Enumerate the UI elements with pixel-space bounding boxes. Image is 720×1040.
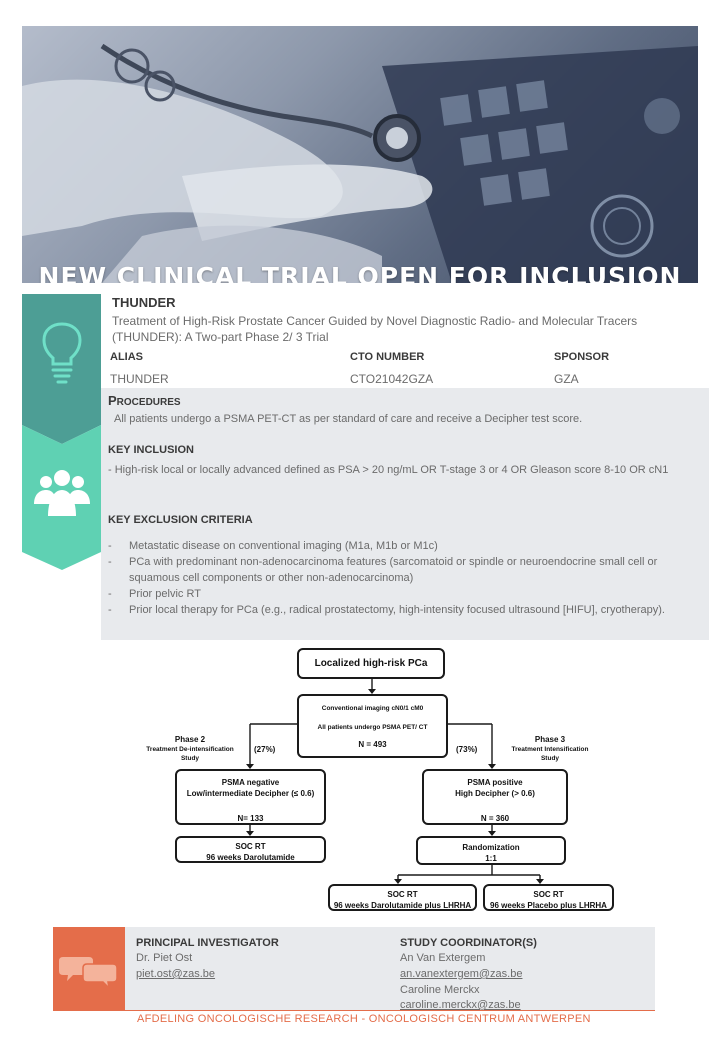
list-item: -Prior pelvic RT — [108, 588, 201, 600]
coordinator-2-email-link[interactable]: caroline.merckx@zas.be — [400, 999, 521, 1011]
flow-box-psma-positive: PSMA positive High Decipher (> 0.6) N = … — [422, 769, 568, 825]
coordinator-1-email-link[interactable]: an.vanextergem@zas.be — [400, 968, 523, 980]
inclusion-text: - High-risk local or locally advanced de… — [108, 464, 669, 476]
hero-banner: NEW CLINICAL TRIAL OPEN FOR INCLUSION — [22, 26, 698, 283]
flow-box-arm-darolutamide: SOC RT 96 weeks Darolutamide plus LHRHA — [328, 884, 477, 911]
procedures-text: All patients undergo a PSMA PET-CT as pe… — [114, 413, 583, 425]
flowchart-connectors — [246, 678, 544, 884]
flow-box-imaging: Conventional imaging cN0/1 cM0 All patie… — [297, 694, 448, 758]
sponsor-label: SPONSOR — [554, 351, 610, 363]
lightbulb-icon — [42, 322, 82, 384]
list-item: -PCa with predominant non-adenocarcinoma… — [108, 556, 658, 584]
flow-box-randomization: Randomization 1:1 — [416, 836, 566, 865]
exclusion-heading: KEY EXCLUSION CRITERIA — [108, 514, 253, 526]
contact-icon-tile — [53, 927, 125, 1010]
hero-title: NEW CLINICAL TRIAL OPEN FOR INCLUSION — [38, 262, 682, 283]
footer-divider — [53, 1010, 655, 1011]
criteria-panel — [101, 388, 709, 640]
coordinator-2-name: Caroline Merckx — [400, 984, 480, 996]
contact-panel — [125, 927, 655, 1010]
pi-email-link[interactable]: piet.ost@zas.be — [136, 968, 216, 980]
cto-value: CTO21042GZA — [350, 372, 434, 386]
flow-box-arm-placebo: SOC RT 96 weeks Placebo plus LHRHA — [483, 884, 614, 911]
flow-box-localized: Localized high-risk PCa — [297, 648, 445, 679]
phase3-label: Phase 3 Treatment Intensification Study — [511, 735, 589, 762]
pi-label: PRINCIPAL INVESTIGATOR — [136, 937, 279, 949]
list-item: -Metastatic disease on conventional imag… — [108, 540, 438, 552]
chat-bubbles-icon — [59, 957, 118, 991]
sponsor-value: GZA — [554, 372, 579, 386]
coordinator-1-name: An Van Extergem — [400, 952, 486, 964]
procedures-heading: PROCEDURES — [108, 393, 181, 408]
flow-box-psma-negative: PSMA negative Low/intermediate Decipher … — [175, 769, 326, 825]
alias-value: THUNDER — [110, 372, 169, 386]
left-ribbon — [22, 294, 101, 570]
pct-right: (73%) — [456, 745, 478, 754]
people-group-icon — [34, 470, 90, 516]
pi-name: Dr. Piet Ost — [136, 952, 193, 964]
inclusion-heading: KEY INCLUSION — [108, 444, 194, 456]
flow-box-soc-rt-phase2: SOC RT 96 weeks Darolutamide — [175, 836, 326, 863]
phase2-label: Phase 2 Treatment De-intensification Stu… — [146, 735, 234, 762]
stethoscope-image — [22, 43, 698, 283]
pct-left: (27%) — [254, 745, 276, 754]
trial-description: Treatment of High-Risk Prostate Cancer G… — [112, 314, 638, 344]
alias-label: ALIAS — [110, 351, 143, 363]
footer-tagline: AFDELING ONCOLOGISCHE RESEARCH - ONCOLOG… — [137, 1013, 591, 1025]
coordinator-label: STUDY COORDINATOR(S) — [400, 937, 537, 949]
cto-label: CTO NUMBER — [350, 351, 425, 363]
study-flowchart: Localized high-risk PCa Conventional ima… — [130, 643, 630, 915]
trial-name: THUNDER — [112, 295, 176, 310]
exclusion-list: -Metastatic disease on conventional imag… — [108, 538, 693, 618]
list-item: -Prior local therapy for PCa (e.g., radi… — [108, 604, 665, 616]
